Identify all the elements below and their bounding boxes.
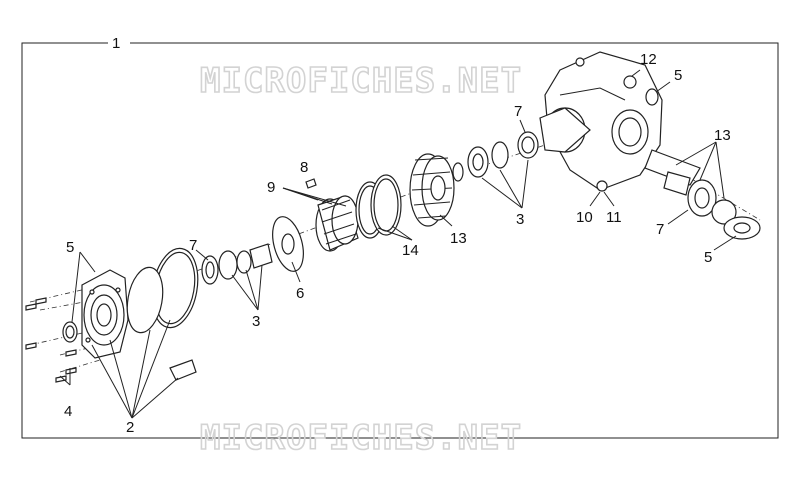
- callout-7-mid: 7: [514, 103, 522, 120]
- callout-7-right: 7: [656, 221, 664, 238]
- callout-11: 11: [606, 209, 622, 226]
- callout-10: 10: [576, 209, 593, 226]
- drain-plug: [596, 180, 608, 192]
- leader-lines: [59, 69, 737, 419]
- callout-7-left: 7: [189, 237, 197, 254]
- callout-14: 14: [402, 242, 419, 259]
- callout-5-right: 5: [704, 249, 712, 266]
- center-axis-line: [39, 139, 761, 311]
- callout-4: 4: [64, 403, 72, 420]
- callout-3-right: 3: [516, 211, 524, 228]
- bearing-right-a: [452, 162, 464, 182]
- callout-2: 2: [126, 419, 134, 436]
- callout-6: 6: [296, 285, 304, 302]
- washer-lower-right: [711, 199, 737, 225]
- gasket-inner: [126, 266, 164, 334]
- screws-left: [25, 297, 77, 383]
- callout-8: 8: [300, 159, 308, 176]
- callout-13-right: 13: [714, 127, 731, 144]
- diagram-frame: [21, 42, 779, 439]
- callout-5-left: 5: [66, 239, 74, 256]
- small-bracket: [169, 359, 197, 381]
- callout-9: 9: [267, 179, 275, 196]
- watermark-top: MICROFICHES.NET: [200, 61, 522, 101]
- oil-seal-top: [645, 88, 659, 106]
- watermark-bottom: MICROFICHES.NET: [200, 418, 522, 458]
- ring-gear: [409, 153, 455, 227]
- main-housing: [539, 51, 663, 191]
- pinion-shaft: [644, 149, 701, 196]
- pin: [305, 178, 317, 189]
- housing-cover: [81, 269, 129, 359]
- callout-12: 12: [640, 51, 657, 68]
- breather: [623, 75, 637, 89]
- clutch-drum: [315, 195, 359, 252]
- callout-1: 1: [112, 35, 120, 52]
- callout-13-mid: 13: [450, 230, 467, 247]
- callout-5-top: 5: [674, 67, 682, 84]
- callout-3-left: 3: [252, 313, 260, 330]
